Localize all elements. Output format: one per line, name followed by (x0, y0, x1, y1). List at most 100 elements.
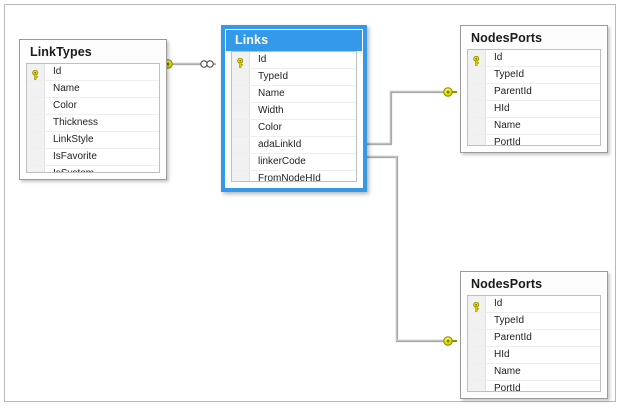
primary-key-gutter[interactable] (468, 296, 486, 312)
field-gutter[interactable] (468, 135, 486, 145)
field-name: Name (494, 366, 521, 377)
field-gutter[interactable] (468, 364, 486, 380)
field-name: HId (494, 349, 510, 360)
field-name: FromNodeHId (258, 173, 321, 182)
field-gutter[interactable] (468, 381, 486, 391)
field-row[interactable]: PortId (468, 135, 600, 146)
field-name: Name (494, 120, 521, 131)
field-row[interactable]: PortId (468, 381, 600, 391)
field-gutter[interactable] (27, 115, 45, 131)
table-title-nodesports-bottom[interactable]: NodesPorts (471, 277, 543, 291)
field-gutter[interactable] (232, 120, 250, 136)
field-name: linkerCode (258, 156, 306, 167)
field-gutter[interactable] (27, 149, 45, 165)
field-row[interactable]: ParentId (468, 84, 600, 101)
relationship-key-marker (443, 336, 457, 346)
field-row[interactable]: Name (27, 81, 159, 98)
field-row[interactable]: TypeId (232, 69, 356, 86)
field-name: Name (258, 88, 285, 99)
relationship-linktypes-links[interactable] (159, 59, 216, 69)
field-row[interactable]: ParentId (468, 330, 600, 347)
key-icon (236, 55, 245, 68)
field-row[interactable]: LinkStyle (27, 132, 159, 149)
field-gutter[interactable] (27, 132, 45, 148)
field-gutter[interactable] (27, 81, 45, 97)
field-name: Thickness (53, 117, 99, 128)
field-row[interactable]: IsSystem (27, 166, 159, 172)
table-title-linktypes[interactable]: LinkTypes (30, 45, 92, 59)
field-gutter[interactable] (232, 86, 250, 102)
field-row[interactable]: linkerCode (232, 154, 356, 171)
field-row[interactable]: HId (468, 347, 600, 364)
relationship-infinity-marker (200, 60, 214, 68)
field-gutter[interactable] (468, 67, 486, 83)
field-name: Id (494, 52, 503, 63)
field-name: TypeId (494, 315, 525, 326)
field-gutter[interactable] (468, 118, 486, 134)
field-row[interactable]: Id (468, 296, 600, 313)
field-gutter[interactable] (468, 101, 486, 117)
field-grid[interactable]: IdNameColorThicknessLinkStyleIsFavoriteI… (26, 63, 160, 173)
primary-key-gutter[interactable] (232, 52, 250, 68)
field-name: Name (53, 83, 80, 94)
field-row[interactable]: Thickness (27, 115, 159, 132)
field-row[interactable]: Name (468, 118, 600, 135)
field-name: TypeId (258, 71, 289, 82)
field-gutter[interactable] (232, 137, 250, 153)
field-row[interactable]: Color (27, 98, 159, 115)
field-gutter[interactable] (27, 166, 45, 172)
field-row[interactable]: TypeId (468, 67, 600, 84)
field-row[interactable]: Name (468, 364, 600, 381)
field-row[interactable]: Color (232, 120, 356, 137)
field-name: PortId (494, 137, 521, 146)
key-icon (472, 299, 481, 312)
field-gutter[interactable] (468, 347, 486, 363)
field-gutter[interactable] (468, 330, 486, 346)
field-name: LinkStyle (53, 134, 94, 145)
field-row[interactable]: IsFavorite (27, 149, 159, 166)
field-gutter[interactable] (468, 84, 486, 100)
field-name: IsFavorite (53, 151, 97, 162)
field-gutter[interactable] (232, 154, 250, 170)
field-name: IsSystem (45, 166, 94, 172)
field-row[interactable]: adaLinkId (232, 137, 356, 154)
field-row[interactable]: TypeId (468, 313, 600, 330)
relationship-links-nodesports-top[interactable] (353, 87, 457, 148)
field-row[interactable]: Id (468, 50, 600, 67)
field-name: Id (258, 54, 267, 65)
relationship-links-nodesports-bottom[interactable] (353, 153, 457, 346)
field-row[interactable]: Name (232, 86, 356, 103)
primary-key-gutter[interactable] (27, 64, 45, 80)
table-title-nodesports-top[interactable]: NodesPorts (471, 31, 543, 45)
field-gutter[interactable] (232, 103, 250, 119)
field-row[interactable]: FromNodeHId (232, 171, 356, 182)
field-row[interactable]: HId (468, 101, 600, 118)
field-row[interactable]: Id (27, 64, 159, 81)
field-gutter[interactable] (468, 313, 486, 329)
field-gutter[interactable] (232, 69, 250, 85)
field-row[interactable]: Id (232, 52, 356, 69)
field-gutter[interactable] (27, 98, 45, 114)
field-row[interactable]: Width (232, 103, 356, 120)
key-icon (472, 53, 481, 66)
field-name: Color (258, 122, 282, 133)
table-title-links[interactable]: Links (226, 30, 362, 51)
field-name: HId (494, 103, 510, 114)
field-gutter[interactable] (232, 171, 250, 181)
primary-key-gutter[interactable] (468, 50, 486, 66)
relationship-key-marker (443, 87, 457, 97)
field-name: Id (53, 66, 62, 77)
field-name: Color (53, 100, 77, 111)
